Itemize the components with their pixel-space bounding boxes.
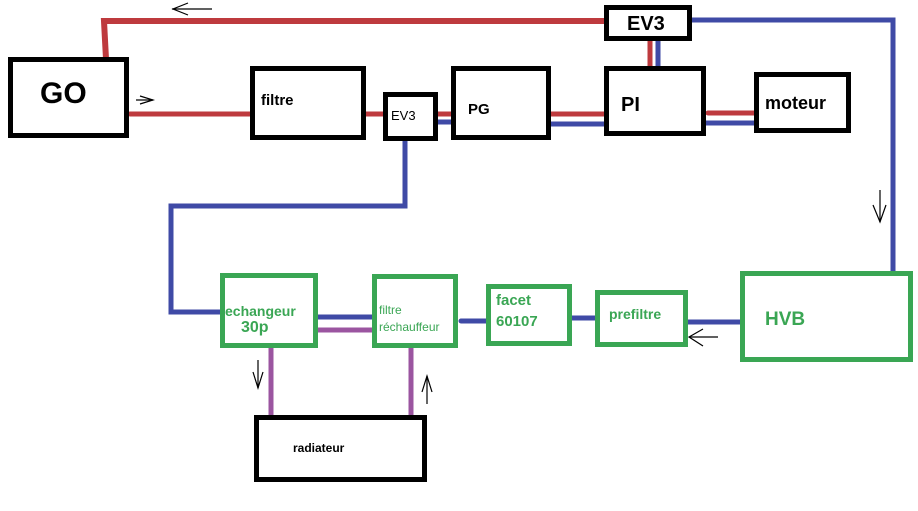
pg-label: PG xyxy=(468,101,490,118)
filtre-rechauffeur-label-1: filtre xyxy=(379,303,402,317)
pi-box: PI xyxy=(604,66,706,136)
return-line-ev3top-hvb xyxy=(689,17,896,275)
hvb-label: HVB xyxy=(765,309,806,330)
ev3-top-box: EV3 xyxy=(604,5,692,41)
return-line-echangeur-ev3 xyxy=(168,137,408,315)
arrow-top-left-icon xyxy=(171,2,212,16)
echangeur-label: echangeur xyxy=(225,303,296,319)
arrow-go-right-icon xyxy=(136,95,156,105)
filtre-rechauffeur-label-2: réchauffeur xyxy=(379,320,440,334)
radiateur-label: radiateur xyxy=(293,441,345,455)
go-label: GO xyxy=(40,77,87,110)
facet-label: facet xyxy=(496,292,532,309)
arrow-radiator-up-icon xyxy=(421,373,433,404)
pi-label: PI xyxy=(621,94,640,116)
arrow-radiator-down-icon xyxy=(252,360,264,391)
ev3-small-label: EV3 xyxy=(391,108,416,123)
ev3-top-label: EV3 xyxy=(627,13,665,35)
filtre-rechauffeur-box: filtre réchauffeur xyxy=(372,274,458,348)
go-tank-box: GO xyxy=(8,57,129,138)
facet-box: facet 60107 xyxy=(486,284,572,346)
facet-model-label: 60107 xyxy=(496,313,538,330)
echangeur-box: echangeur 30p xyxy=(220,273,318,348)
echangeur-size-label: 30p xyxy=(241,319,269,336)
arrow-hvb-down-icon xyxy=(872,190,887,224)
prefiltre-label: prefiltre xyxy=(609,306,662,322)
hvb-box: HVB xyxy=(740,271,913,362)
prefiltre-box: prefiltre xyxy=(595,290,688,347)
ev3-small-box: EV3 xyxy=(383,92,438,141)
moteur-box: moteur xyxy=(754,72,851,133)
fuel-line-return-to-go xyxy=(100,18,608,62)
pg-box: PG xyxy=(451,66,551,140)
radiateur-box: radiateur xyxy=(254,415,427,482)
filtre-box: filtre xyxy=(250,66,366,140)
filtre-label: filtre xyxy=(261,92,294,109)
arrow-prefiltre-left-icon xyxy=(687,328,718,347)
moteur-label: moteur xyxy=(765,93,827,113)
